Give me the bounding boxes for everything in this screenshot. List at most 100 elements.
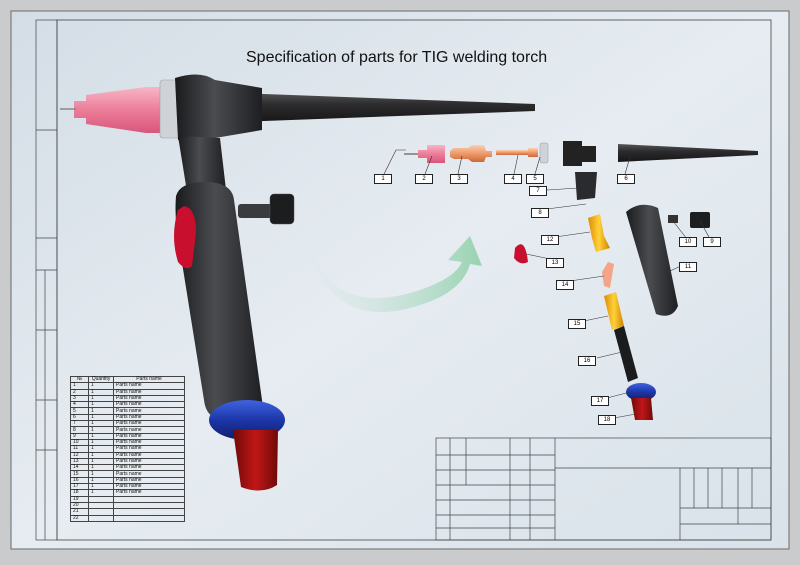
part-insert (602, 262, 614, 288)
table-row: 22 (70, 514, 185, 522)
part-back-cap (618, 144, 758, 162)
part-connector (588, 214, 610, 252)
row-parts-name (113, 514, 185, 522)
torch-neck (178, 136, 226, 198)
left-binding-strip (35, 19, 58, 541)
table-header-row: № Quantity Parts name (70, 375, 185, 384)
diagram-title: Specification of parts for TIG welding t… (246, 49, 548, 66)
part-label-18: 18 (598, 415, 616, 425)
assembly-arrow (305, 236, 482, 313)
gas-valve-stem (238, 204, 274, 218)
part-label-1: 1 (374, 174, 392, 184)
part-label-12: 12 (541, 235, 559, 245)
part-label-2: 2 (415, 174, 433, 184)
part-label-9: 9 (703, 237, 721, 247)
part-label-7: 7 (529, 186, 547, 196)
part-ceramic-cup (418, 145, 445, 163)
assembled-torch (60, 74, 535, 491)
back-cap (210, 92, 535, 123)
title-block (435, 437, 772, 541)
part-cable (614, 326, 638, 382)
row-parts-name: Parts name (113, 420, 185, 428)
part-collet-body (450, 145, 492, 162)
row-parts-name: Parts name (113, 464, 185, 472)
row-parts-name: Parts name (113, 394, 185, 403)
row-parts-name: Parts name (113, 388, 185, 396)
gas-valve-knob (269, 193, 295, 225)
header-parts-name: Parts name (113, 375, 185, 384)
row-parts-name: Parts name (113, 489, 185, 497)
part-label-16: 16 (578, 356, 596, 366)
part-label-14: 14 (556, 280, 574, 290)
part-label-10: 10 (679, 237, 697, 247)
exploded-parts (404, 141, 758, 420)
part-grip-ring (626, 383, 656, 401)
part-label-15: 15 (568, 319, 586, 329)
part-handle-shell (626, 204, 678, 316)
part-label-13: 13 (546, 258, 564, 268)
part-neck (575, 172, 597, 200)
ceramic-cup (74, 87, 160, 133)
row-parts-name: Parts name (113, 407, 185, 415)
part-collet (496, 150, 528, 155)
torch-head (175, 74, 262, 144)
row-quantity (88, 514, 114, 522)
part-washer (539, 142, 549, 164)
part-valve-knob (690, 212, 710, 228)
part-label-4: 4 (504, 174, 522, 184)
part-label-11: 11 (679, 262, 697, 272)
part-trigger (514, 244, 528, 264)
row-parts-name: Parts name (113, 445, 185, 453)
row-parts-name: Parts name (113, 438, 185, 447)
part-label-6: 6 (617, 174, 635, 184)
row-parts-name: Parts name (113, 382, 185, 390)
part-label-3: 3 (450, 174, 468, 184)
row-parts-name: Parts name (113, 451, 185, 459)
row-parts-name (113, 501, 185, 510)
row-parts-name: Parts name (113, 426, 185, 434)
row-parts-name: Parts name (113, 432, 185, 440)
table-row: 20 (70, 501, 185, 510)
row-number: 22 (70, 514, 89, 522)
row-parts-name: Parts name (113, 483, 185, 491)
row-parts-name: Parts name (113, 457, 185, 466)
part-collet-head (528, 148, 538, 157)
part-valve-stem (668, 215, 678, 223)
part-head-body (563, 141, 596, 166)
part-label-5: 5 (526, 174, 544, 184)
part-label-17: 17 (591, 396, 609, 406)
cable-end (233, 430, 278, 491)
row-parts-name: Parts name (113, 401, 185, 409)
torch-handle (175, 182, 263, 420)
part-label-8: 8 (531, 208, 549, 218)
trigger (174, 206, 196, 269)
row-parts-name (113, 495, 185, 503)
row-parts-name: Parts name (113, 413, 185, 422)
row-parts-name: Parts name (113, 470, 185, 478)
table-row: 19 (70, 495, 185, 503)
row-parts-name: Parts name (113, 476, 185, 485)
part-cable-sleeve (604, 292, 624, 330)
part-cable-end (631, 398, 653, 420)
